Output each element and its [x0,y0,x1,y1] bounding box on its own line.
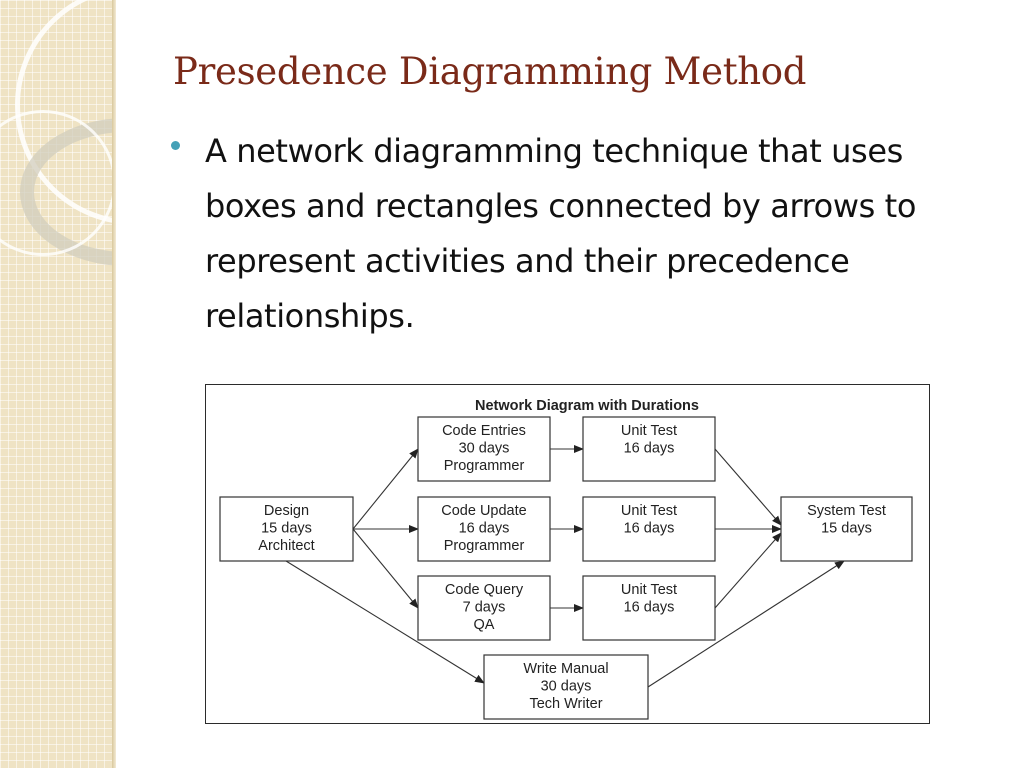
arrow-design-to-code-entries [352,448,419,530]
network-diagram-frame: Network Diagram with Durations Design 15 … [205,384,930,724]
node-unit-test-2: Unit Test 16 days [582,496,716,562]
node-label: Code Entries [442,423,526,439]
node-label: 15 days [821,521,872,537]
node-label: 16 days [624,600,675,616]
arrow-unit-test-3-to-system-test [714,532,782,609]
network-diagram: Network Diagram with Durations Design 15 … [219,398,913,720]
node-label: QA [474,617,495,633]
node-box [417,496,551,562]
node-label: 30 days [541,679,592,695]
node-unit-test-1: Unit Test 16 days [582,416,716,482]
node-label: 15 days [261,521,312,537]
node-label: 16 days [459,521,510,537]
node-label: 7 days [463,600,506,616]
node-label: Unit Test [621,503,677,519]
node-label: Unit Test [621,582,677,598]
diagram-title: Network Diagram with Durations [475,398,699,414]
decorative-ring [0,110,112,256]
arrow-unit-test-1-to-system-test [714,448,782,526]
node-label: Tech Writer [529,696,602,712]
node-box [417,416,551,482]
node-box [219,496,354,562]
bullet-dot-icon [171,141,180,150]
arrow-design-to-code-query [352,528,419,609]
slide-title: Presedence Diagramming Method [173,50,807,93]
node-unit-test-3: Unit Test 16 days [582,575,716,641]
node-box [417,575,551,641]
node-label: Code Query [445,582,524,598]
node-label: Programmer [444,538,525,554]
node-label: Code Update [441,503,526,519]
node-label: 30 days [459,441,510,457]
node-label: Design [264,503,309,519]
node-label: 16 days [624,521,675,537]
decorative-side-panel [0,0,112,768]
node-box [582,575,716,641]
node-label: Write Manual [523,661,608,677]
node-label: Programmer [444,458,525,474]
arrow-write-manual-to-system-test [647,560,845,688]
node-label: Unit Test [621,423,677,439]
node-box [582,416,716,482]
side-panel-edge [112,0,116,768]
node-label: 16 days [624,441,675,457]
arrow-design-to-write-manual [285,560,485,684]
node-system-test: System Test 15 days [780,496,913,562]
bullet-text: A network diagramming technique that use… [205,132,917,335]
node-box [582,496,716,562]
node-box [483,654,649,720]
node-box [780,496,913,562]
node-label: System Test [807,503,886,519]
node-label: Architect [258,538,314,554]
edges-layer [285,445,845,688]
